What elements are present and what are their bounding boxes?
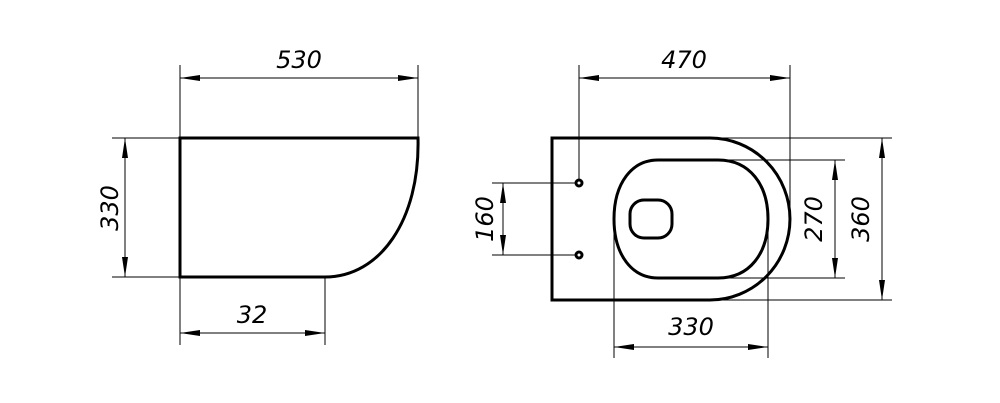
dimension-label-360: 360 xyxy=(847,196,875,242)
mounting-hole-bottom xyxy=(574,250,584,260)
dimension-label-32: 32 xyxy=(237,301,268,329)
bowl-rim xyxy=(612,158,770,280)
drain-outlet xyxy=(628,198,674,240)
dimension-label-330-bowl: 330 xyxy=(668,313,714,341)
side-view: 530 330 32 xyxy=(96,46,420,345)
top-outline xyxy=(550,136,792,302)
dimension-label-160: 160 xyxy=(471,196,499,242)
top-view: 470 160 270 360 330 xyxy=(471,46,892,358)
dimension-label-530: 530 xyxy=(276,46,322,74)
mounting-hole-top xyxy=(574,178,584,188)
dimension-label-470: 470 xyxy=(661,46,707,74)
dimension-label-270: 270 xyxy=(800,196,828,242)
side-profile-outline xyxy=(178,136,420,279)
dimension-label-330-height: 330 xyxy=(96,185,124,231)
